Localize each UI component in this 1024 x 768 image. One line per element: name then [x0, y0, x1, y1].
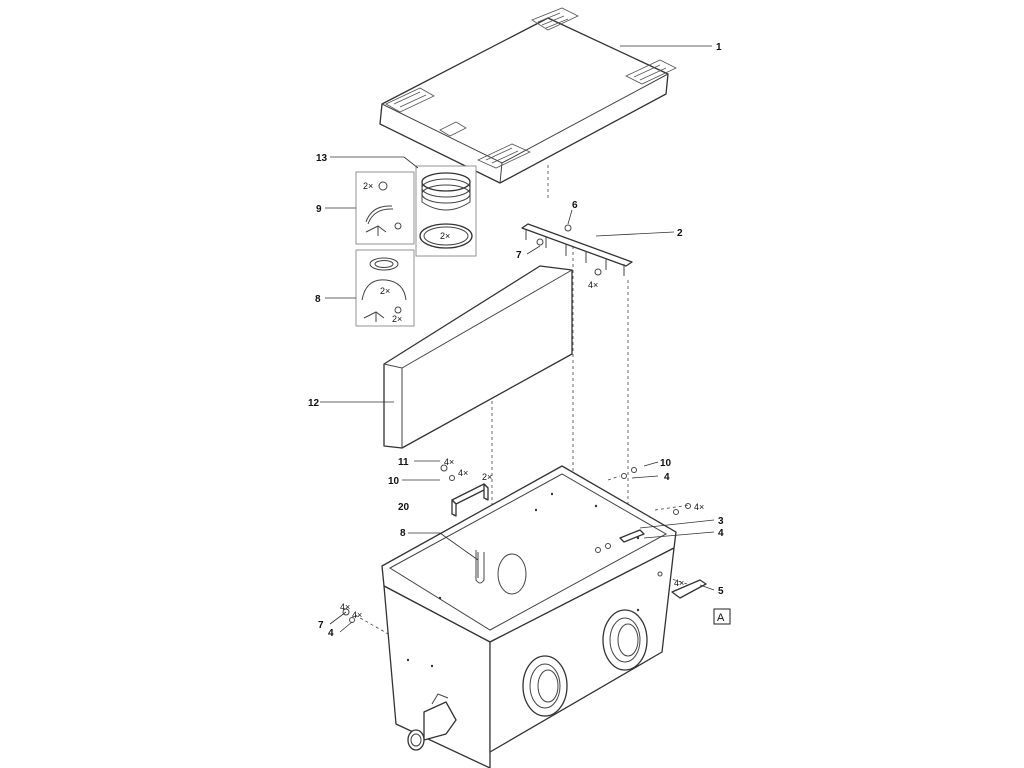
quantity-labels: 4× 4× 4× 4× 4× 4× 4× — [340, 280, 704, 620]
qty-handle: 4× — [674, 578, 684, 588]
qty-ring13: 2× — [440, 231, 450, 241]
view-marker-a: A — [713, 608, 731, 625]
filter-foam-part-12 — [383, 265, 573, 449]
bracket-part-20: 2× — [440, 464, 492, 517]
view-label: A — [717, 612, 725, 624]
qty-bracket: 2× — [482, 472, 492, 482]
callout-4c: 4 — [328, 628, 334, 639]
filter-housing — [381, 465, 677, 768]
callout-5: 5 — [718, 586, 724, 597]
u-clip — [475, 550, 485, 584]
callout-7b: 7 — [318, 620, 324, 631]
qty-10: 4× — [458, 468, 468, 478]
callout-12: 12 — [308, 398, 320, 409]
callout-4b: 4 — [718, 528, 724, 539]
distribution-bar-part-2 — [521, 223, 633, 276]
lid-part-1 — [379, 7, 677, 184]
callout-3: 3 — [718, 516, 724, 527]
handle-part-5 — [657, 571, 707, 599]
callout-13: 13 — [316, 153, 328, 164]
qty-kit8a: 2× — [380, 286, 390, 296]
ring-clamp-part-13: 2× — [415, 165, 477, 257]
callout-10a: 10 — [660, 458, 672, 469]
qty-kit8b: 2× — [392, 314, 402, 324]
callout-6: 6 — [572, 200, 578, 211]
callout-9: 9 — [316, 204, 322, 215]
fittings-part-3 — [595, 467, 691, 553]
callout-11: 11 — [398, 457, 409, 468]
callout-7a: 7 — [516, 250, 522, 261]
callout-10b: 10 — [388, 476, 400, 487]
callout-8a: 8 — [315, 294, 321, 305]
callout-8b: 8 — [400, 528, 406, 539]
qty-bar2: 4× — [588, 280, 598, 290]
hose-kit-part-9: 2× — [355, 171, 415, 245]
qty-right: 4× — [694, 502, 704, 512]
callout-20: 20 — [398, 502, 410, 513]
qty-left2: 4× — [352, 610, 362, 620]
callout-1: 1 — [716, 42, 722, 53]
callout-2: 2 — [677, 228, 683, 239]
qty-kit9: 2× — [363, 181, 373, 191]
connector-kit-part-8: 2× 2× — [355, 249, 415, 327]
callout-4a: 4 — [664, 472, 670, 483]
qty-11: 4× — [444, 457, 454, 467]
leader-lines — [320, 45, 715, 633]
callout-labels: 1 2 3 4 4 4 5 6 7 7 8 8 9 10 10 11 12 13… — [308, 42, 724, 639]
qty-left1: 4× — [340, 602, 350, 612]
